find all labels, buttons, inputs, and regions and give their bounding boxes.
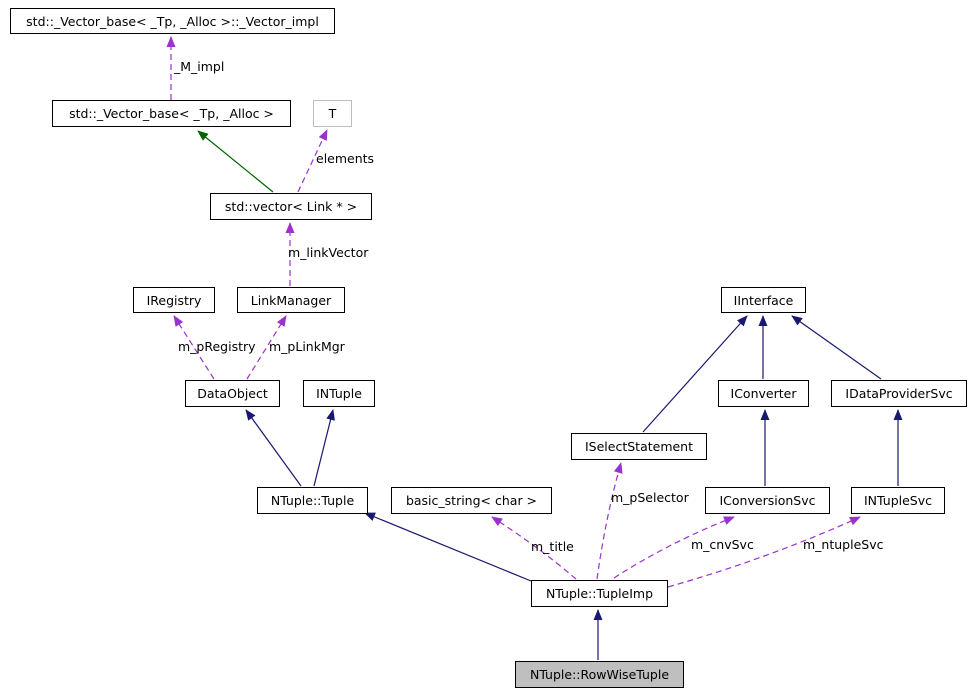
node-intuplesvc[interactable]: INTupleSvc — [851, 487, 945, 514]
edge-label-elements: elements — [316, 151, 375, 166]
edge-iselectstatement-inherits-iinterface — [642, 315, 748, 433]
node-idataprovidersvc[interactable]: IDataProviderSvc — [831, 380, 967, 407]
edge-label-m-cnvsvc: m_cnvSvc — [691, 537, 754, 552]
node-template-param-t: T — [313, 100, 352, 127]
node-basic-string-char[interactable]: basic_string< char > — [391, 487, 552, 514]
edge-tuple-inherits-dataobject — [245, 409, 302, 487]
edge-idataprovidersvc-inherits-iinterface — [791, 315, 882, 380]
node-intuple[interactable]: INTuple — [303, 380, 375, 407]
edge-label-m-pselector: m_pSelector — [611, 490, 689, 505]
edge-m-title — [491, 516, 577, 580]
edge-label-m-pregistry: m_pRegistry — [178, 339, 256, 354]
edge-m-pregistry — [173, 315, 215, 380]
node-iinterface[interactable]: IInterface — [721, 287, 806, 313]
edge-m-plinkmgr — [246, 315, 287, 380]
node-ntuple-tuple[interactable]: NTuple::Tuple — [257, 487, 368, 514]
node-ntuple-tupleimp[interactable]: NTuple::TupleImp — [531, 580, 668, 607]
node-iconverter[interactable]: IConverter — [718, 380, 809, 407]
edge-tupleimp-inherits-tuple — [364, 512, 532, 582]
edge-m-ntuplesvc — [667, 516, 861, 588]
edge-m-pselector — [596, 462, 623, 580]
edge-label-m-impl: _M_impl — [174, 59, 225, 74]
edge-label-m-linkvector: m_linkVector — [288, 245, 369, 260]
edge-label-m-ntuplesvc: m_ntupleSvc — [803, 537, 884, 552]
edge-label-m-plinkmgr: m_pLinkMgr — [269, 339, 345, 354]
edge-vector-inherits-vectorbase — [197, 130, 274, 193]
node-iconversionsvc[interactable]: IConversionSvc — [705, 487, 830, 514]
node-std-vector-base-vector-impl[interactable]: std::_Vector_base< _Tp, _Alloc >::_Vecto… — [10, 8, 335, 34]
edge-label-m-title: m_title — [531, 539, 574, 554]
node-iselectstatement[interactable]: ISelectStatement — [571, 433, 707, 460]
node-linkmanager[interactable]: LinkManager — [237, 287, 345, 313]
node-std-vector-base[interactable]: std::_Vector_base< _Tp, _Alloc > — [52, 100, 291, 127]
node-ntuple-rowwisetuple: NTuple::RowWiseTuple — [515, 661, 684, 688]
node-std-vector-link[interactable]: std::vector< Link * > — [210, 193, 372, 220]
edge-m-cnvsvc — [613, 516, 735, 579]
node-dataobject[interactable]: DataObject — [185, 380, 280, 407]
edge-tuple-inherits-intuple — [313, 409, 335, 487]
node-iregistry[interactable]: IRegistry — [133, 287, 215, 313]
edge-elements — [297, 129, 328, 193]
